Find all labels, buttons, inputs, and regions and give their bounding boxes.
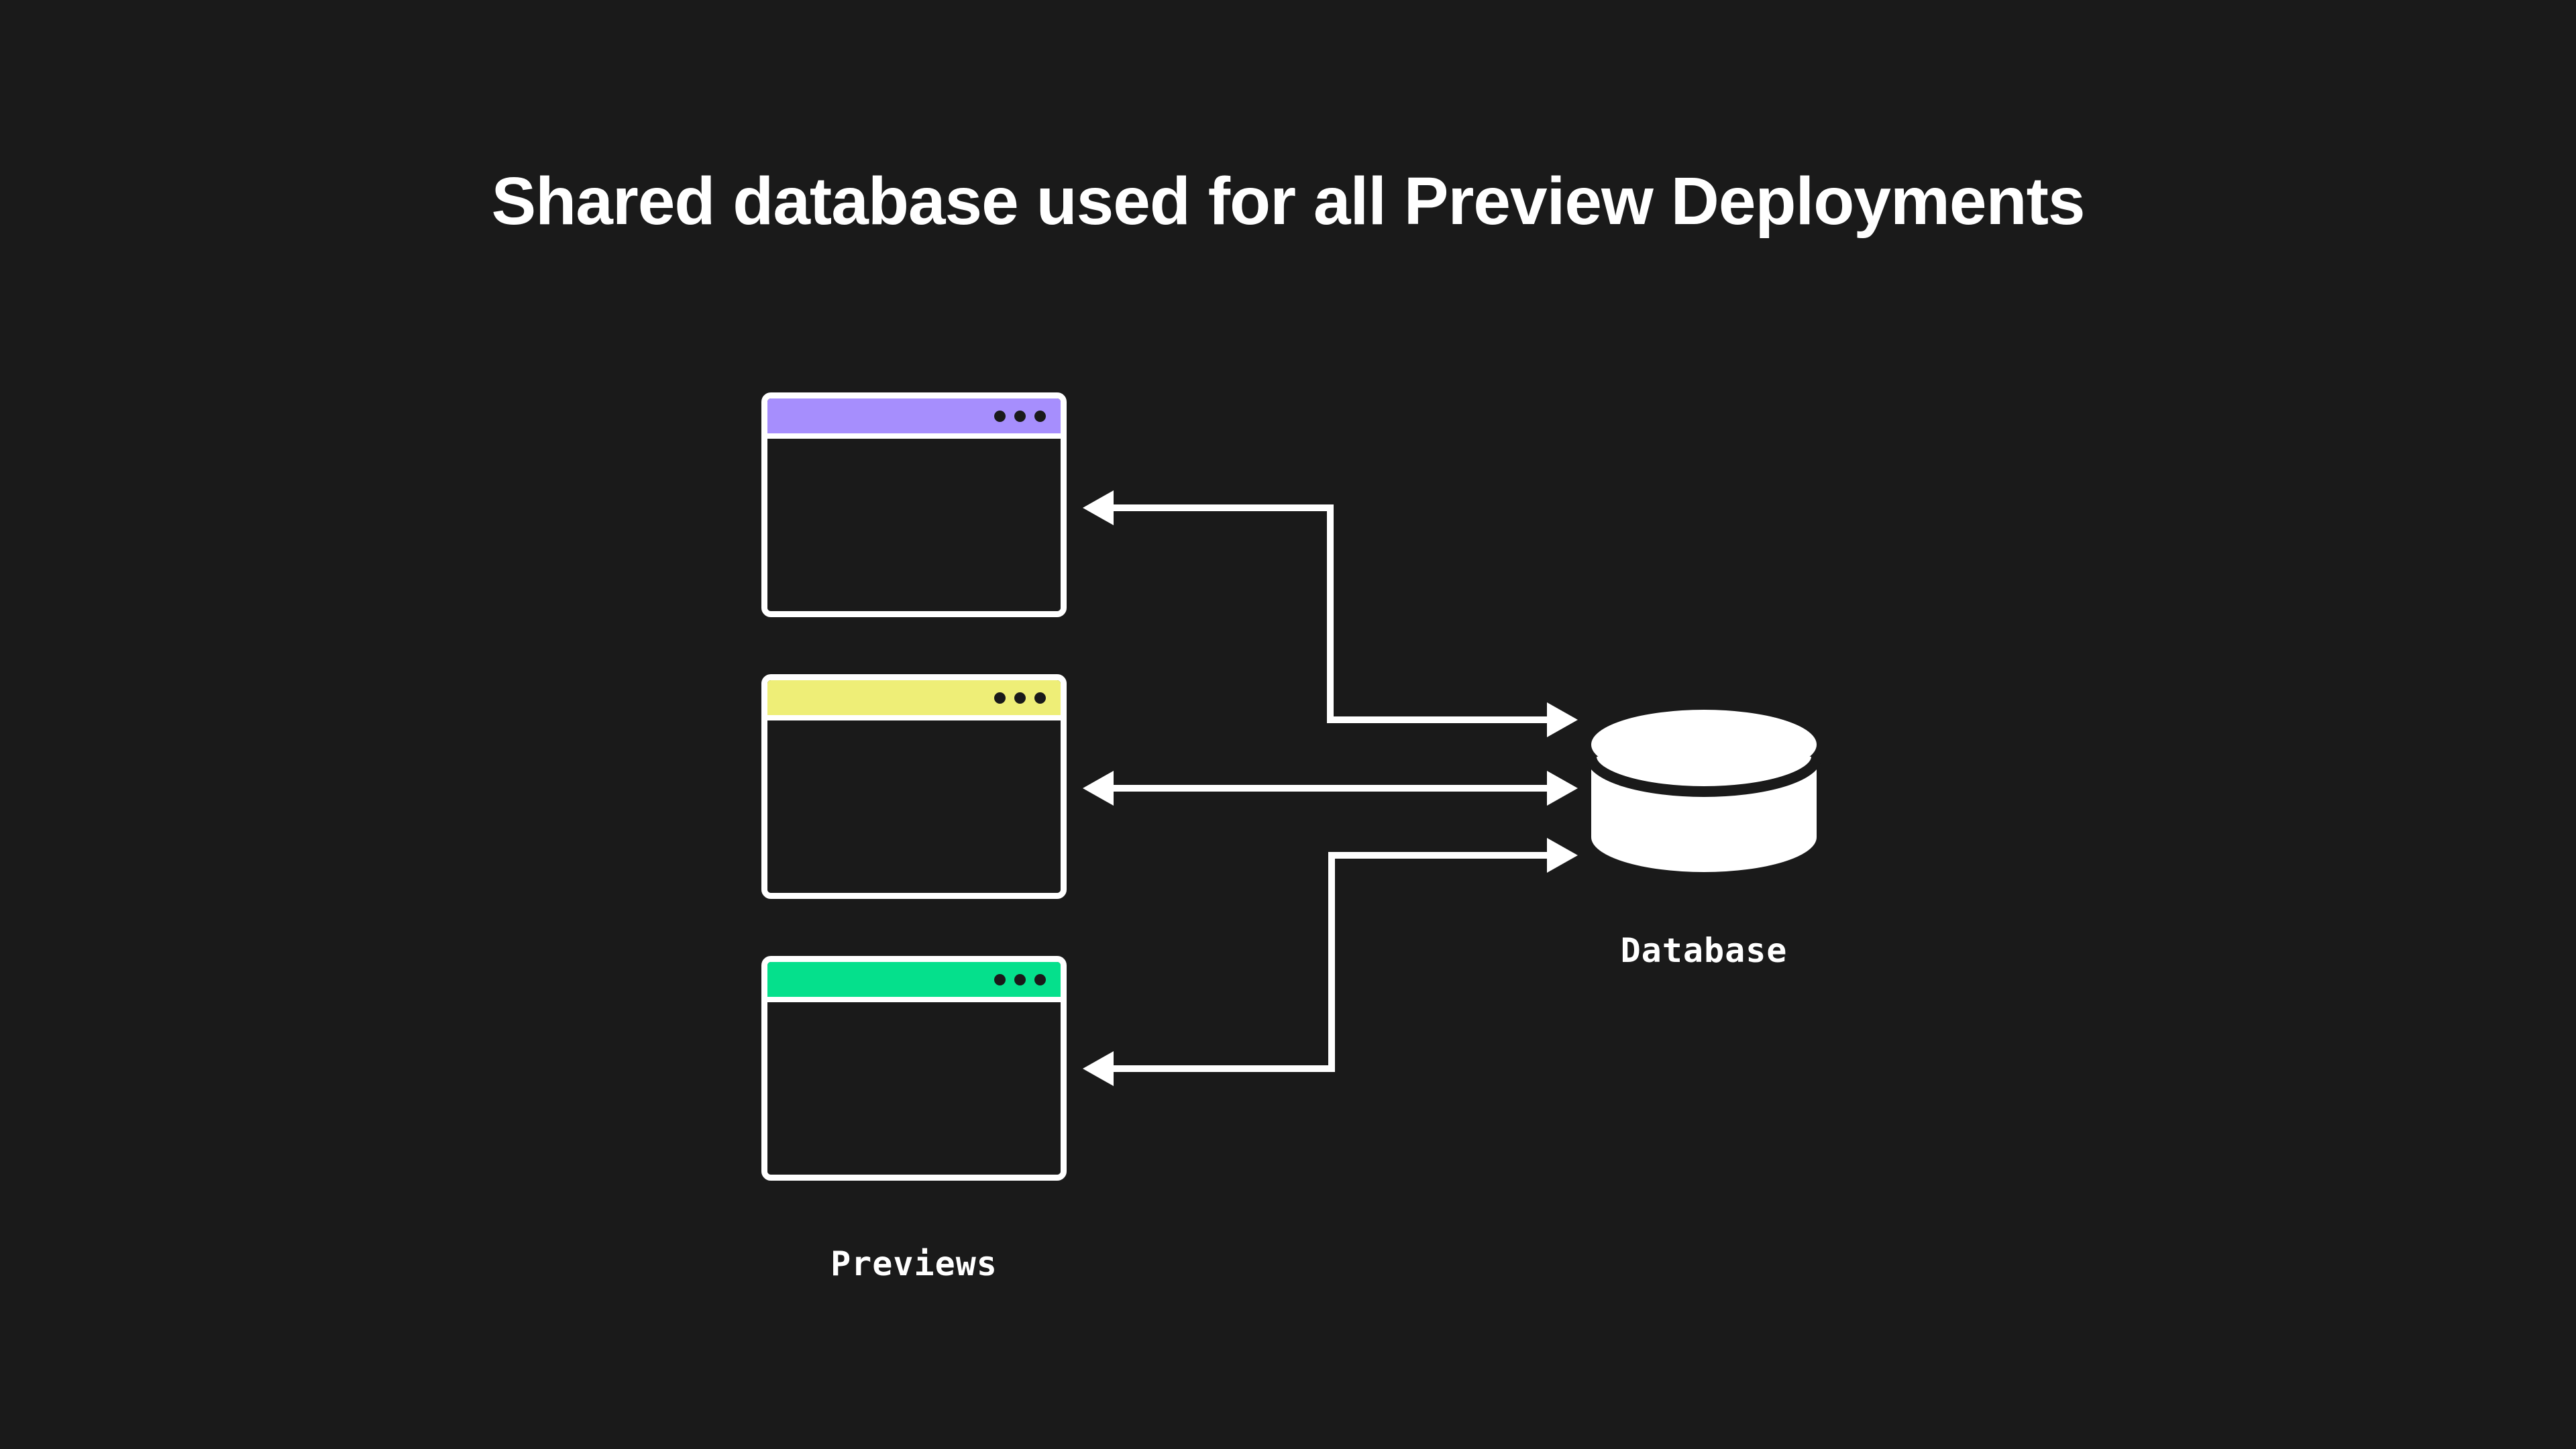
window-dot-icon[interactable] — [994, 410, 1006, 422]
window-dot-icon[interactable] — [1014, 692, 1026, 704]
connector-green-window-to-database — [1083, 838, 1578, 1086]
window-content-area — [767, 439, 1061, 611]
window-dot-icon[interactable] — [1014, 973, 1026, 985]
preview-window-yellow[interactable] — [761, 674, 1067, 899]
window-titlebar-green — [767, 962, 1061, 1002]
window-dot-icon[interactable] — [1014, 410, 1026, 422]
page-title: Shared database used for all Preview Dep… — [491, 164, 2085, 239]
window-dots — [994, 410, 1046, 422]
window-dot-icon[interactable] — [1034, 410, 1046, 422]
window-titlebar-yellow — [767, 680, 1061, 720]
preview-window-green[interactable] — [761, 956, 1067, 1181]
window-content-area — [767, 1002, 1061, 1175]
window-dot-icon[interactable] — [994, 692, 1006, 704]
arrowhead-right — [1547, 771, 1578, 806]
window-dot-icon[interactable] — [994, 973, 1006, 985]
window-dot-icon[interactable] — [1034, 973, 1046, 985]
window-titlebar-purple — [767, 398, 1061, 439]
window-dots — [994, 692, 1046, 704]
window-dot-icon[interactable] — [1034, 692, 1046, 704]
previews-group-label: Previews — [830, 1244, 998, 1283]
connector-purple-window-to-database — [1083, 490, 1578, 737]
database-node-label: Database — [1620, 931, 1788, 970]
arrowhead-left — [1083, 1051, 1114, 1086]
window-dots — [994, 973, 1046, 985]
arrowhead-left — [1083, 490, 1114, 525]
connector-yellow-window-to-database — [1083, 771, 1578, 806]
arrowhead-right — [1547, 702, 1578, 737]
preview-window-purple[interactable] — [761, 392, 1067, 617]
database-cylinder-icon — [1586, 710, 1822, 872]
arrowhead-left — [1083, 771, 1114, 806]
window-content-area — [767, 720, 1061, 893]
arrowhead-right — [1547, 838, 1578, 873]
